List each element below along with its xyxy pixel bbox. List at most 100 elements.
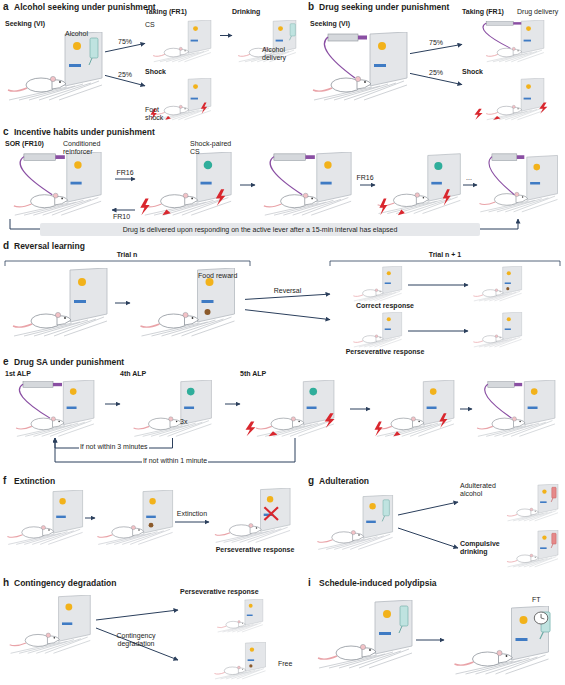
annotation: FR10 (113, 213, 137, 221)
shock-bolt (475, 103, 548, 120)
food-pellet (249, 664, 252, 667)
chamber (134, 380, 212, 436)
chamber (13, 268, 107, 336)
chamber (473, 312, 521, 347)
scene-label: Perseverative response (210, 546, 300, 554)
scene-panel: SOR (FR10)Conditioned reinforcer (5, 140, 115, 218)
flow-arrow (245, 294, 330, 299)
panel-title: Drug seeking under punishment (319, 3, 539, 12)
panel-title: Drug SA under punishment (14, 358, 194, 367)
drug-pump (19, 382, 62, 418)
panel-letter: b (308, 2, 318, 12)
scene-panel: Compulsive drinking (460, 528, 560, 570)
cue-light (204, 161, 213, 170)
panel-title: Schedule-induced polydipsia (319, 579, 519, 588)
chamber (507, 530, 558, 567)
panel-letter: h (3, 578, 13, 588)
annotation: Extinction (170, 510, 214, 518)
shock-bolt (375, 413, 448, 436)
scene-panel: 4th ALP3x (120, 370, 225, 438)
scene-panel: Taking (FR1)CS (145, 8, 220, 63)
band-text: Drug is delivered upon responding on the… (40, 226, 480, 234)
shock-bolt (140, 189, 225, 215)
chamber (318, 600, 412, 668)
scene-label: Shock (145, 68, 220, 76)
chamber (317, 495, 392, 549)
scene-label: FT (532, 596, 552, 604)
scene-label: Alcohol (65, 30, 105, 38)
panel-letter: e (3, 357, 13, 367)
chamber (455, 606, 549, 674)
panel-title: Reversal learning (14, 242, 164, 251)
scene-panel: Perseverative response (210, 488, 300, 560)
chamber (378, 154, 461, 214)
panel-letter: d (3, 241, 13, 251)
scene-label: 1st ALP (5, 370, 65, 378)
chamber (353, 312, 401, 347)
scene-label: Correct response (330, 302, 440, 310)
panel-letter: f (3, 476, 13, 486)
edge-label: 75% (428, 39, 444, 47)
chamber (256, 380, 334, 436)
chamber (144, 152, 231, 215)
scene-label: Taking (FR1) (462, 8, 517, 16)
chamber (97, 490, 172, 544)
scene-panel: Adulterated alcohol (460, 482, 560, 524)
adulterated-bottle (551, 487, 556, 502)
chamber (14, 152, 101, 215)
drug-pump (489, 154, 524, 195)
scene-panel: Perseverative response (180, 588, 295, 634)
chamber (153, 20, 211, 62)
annotation: Trial n (97, 251, 157, 259)
scene-panel: Taking (FR1)Drug delivery (462, 8, 562, 63)
annotation: FR16 (352, 174, 378, 182)
edge-label: FR16 (115, 169, 134, 177)
scene-label: Drug delivery (517, 8, 562, 16)
scene-label: Drinking (232, 8, 302, 16)
cue-light (187, 388, 195, 396)
chamber (376, 380, 454, 436)
scene-label: 4th ALP (120, 370, 180, 378)
chamber (477, 380, 555, 436)
scene-panel: DrinkingAlcohol delivery (232, 8, 302, 63)
scene-panel: FT (440, 596, 560, 678)
edge-label: If not within 1 minute (142, 457, 208, 465)
scene-label: Adulterated alcohol (460, 482, 504, 498)
flow-arrow (225, 404, 240, 405)
food-pellet (149, 523, 154, 528)
annotation: Contingency degradation (98, 632, 174, 648)
chamber (353, 266, 401, 301)
chamber (479, 155, 557, 211)
scene-panel: Food reward (130, 266, 245, 340)
flow-arrows (96, 610, 178, 660)
chamber (264, 152, 351, 215)
chamber (486, 20, 544, 62)
chamber (486, 78, 544, 120)
panel-title: Contingency degradation (14, 579, 174, 588)
chamber (8, 32, 102, 100)
drug-pump (485, 382, 522, 418)
clock-symbol (534, 612, 548, 624)
scene-label: Perseverative response (330, 348, 440, 356)
alcohol-bottle (382, 500, 389, 522)
chamber (473, 266, 521, 301)
chamber (313, 32, 407, 100)
drug-pump (483, 21, 521, 48)
scene-panel: 1st ALP (5, 370, 105, 438)
flow-arrow (105, 404, 120, 405)
scene-label: Perseverative response (180, 588, 295, 596)
cue-light (309, 388, 317, 396)
scene-panel: Shock (462, 68, 562, 123)
alcohol-bottle (289, 24, 295, 41)
adulterated-bottle (551, 533, 556, 548)
scene-label: CS (145, 21, 165, 29)
edge-label: If not within 3 minutes (79, 443, 149, 451)
scene-panel: 5th ALP (240, 370, 350, 438)
chamber (7, 490, 82, 544)
scene-panel: ShockFoot shock (145, 68, 220, 123)
drug-pump (324, 34, 367, 78)
flow-arrows (350, 409, 472, 410)
panel-title: Adulteration (319, 477, 439, 486)
drug-pump (20, 154, 65, 195)
